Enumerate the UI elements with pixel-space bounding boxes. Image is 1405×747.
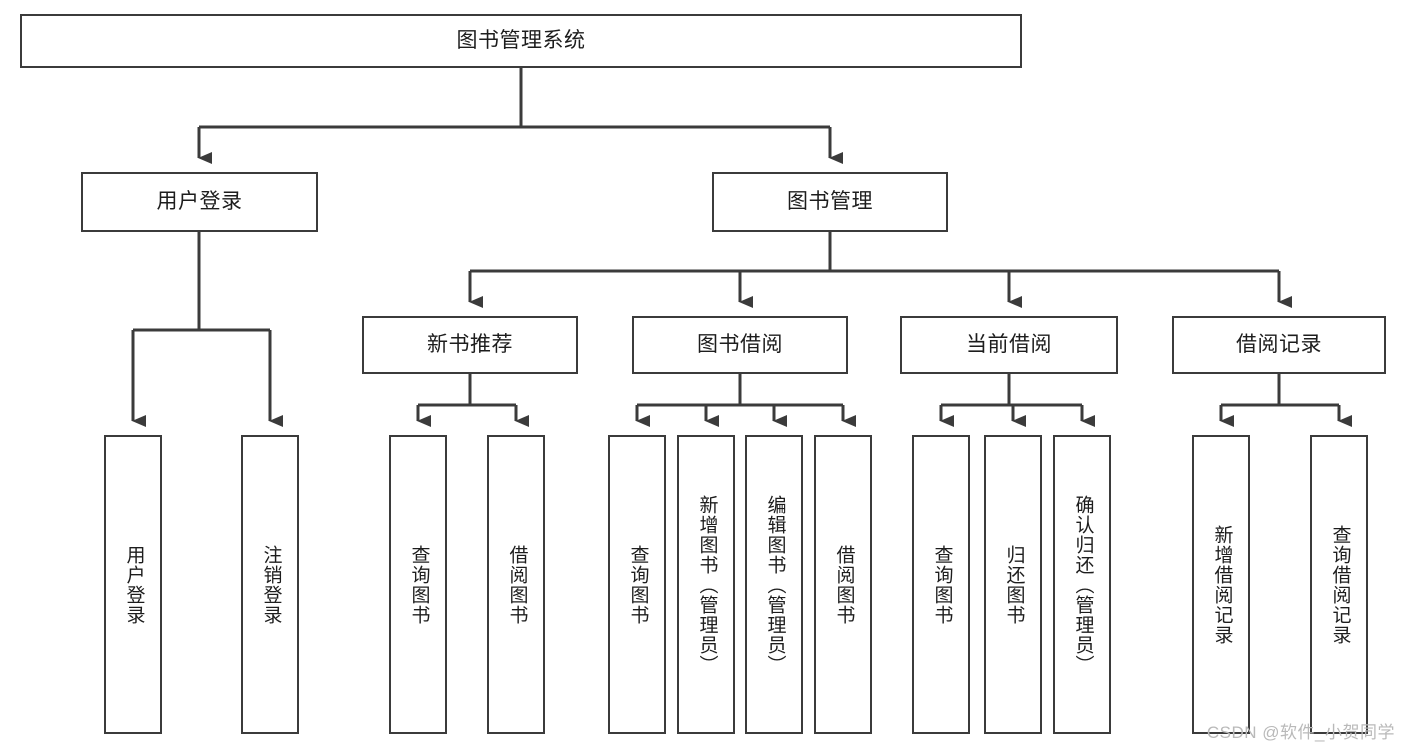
leaf-add-book-admin[interactable]: 新增图书（管理员） — [677, 435, 735, 734]
node-label: 借阅图书 — [506, 544, 528, 625]
node-label: 图书管理系统 — [456, 29, 586, 53]
node-label: 编辑图书（管理员） — [764, 494, 786, 675]
node-current-borrowing[interactable]: 当前借阅 — [900, 316, 1118, 374]
node-label: 查询图书 — [408, 544, 430, 625]
node-label: 借阅图书 — [833, 544, 855, 625]
leaf-query-books-recommendation[interactable]: 查询图书 — [389, 435, 447, 734]
leaf-confirm-return-admin[interactable]: 确认归还（管理员） — [1053, 435, 1111, 734]
node-label: 图书管理 — [787, 190, 873, 214]
leaf-query-borrowing-record[interactable]: 查询借阅记录 — [1310, 435, 1368, 734]
node-label: 借阅记录 — [1236, 333, 1322, 357]
node-label: 当前借阅 — [966, 333, 1052, 357]
node-label: 用户登录 — [123, 544, 145, 625]
node-label: 新增图书（管理员） — [696, 494, 718, 675]
node-book-management[interactable]: 图书管理 — [712, 172, 948, 232]
leaf-add-borrowing-record[interactable]: 新增借阅记录 — [1192, 435, 1250, 734]
leaf-user-login[interactable]: 用户登录 — [104, 435, 162, 734]
leaf-logout[interactable]: 注销登录 — [241, 435, 299, 734]
node-label: 查询借阅记录 — [1329, 524, 1351, 645]
node-label: 用户登录 — [156, 190, 243, 214]
node-label: 图书借阅 — [697, 333, 783, 357]
node-root-book-management-system[interactable]: 图书管理系统 — [20, 14, 1022, 68]
leaf-borrow-books-recommendation[interactable]: 借阅图书 — [487, 435, 545, 734]
leaf-borrow-books[interactable]: 借阅图书 — [814, 435, 872, 734]
node-label: 注销登录 — [260, 544, 282, 625]
node-book-borrowing[interactable]: 图书借阅 — [632, 316, 848, 374]
node-user-login[interactable]: 用户登录 — [81, 172, 318, 232]
node-label: 查询图书 — [931, 544, 953, 625]
node-label: 确认归还（管理员） — [1072, 494, 1094, 675]
node-label: 新增借阅记录 — [1211, 524, 1233, 645]
leaf-return-books[interactable]: 归还图书 — [984, 435, 1042, 734]
leaf-edit-book-admin[interactable]: 编辑图书（管理员） — [745, 435, 803, 734]
leaf-query-books-current[interactable]: 查询图书 — [912, 435, 970, 734]
node-label: 归还图书 — [1003, 544, 1025, 625]
node-label: 查询图书 — [627, 544, 649, 625]
node-borrowing-records[interactable]: 借阅记录 — [1172, 316, 1386, 374]
node-new-book-recommendation[interactable]: 新书推荐 — [362, 316, 578, 374]
leaf-query-books-borrowing[interactable]: 查询图书 — [608, 435, 666, 734]
node-label: 新书推荐 — [427, 333, 513, 357]
